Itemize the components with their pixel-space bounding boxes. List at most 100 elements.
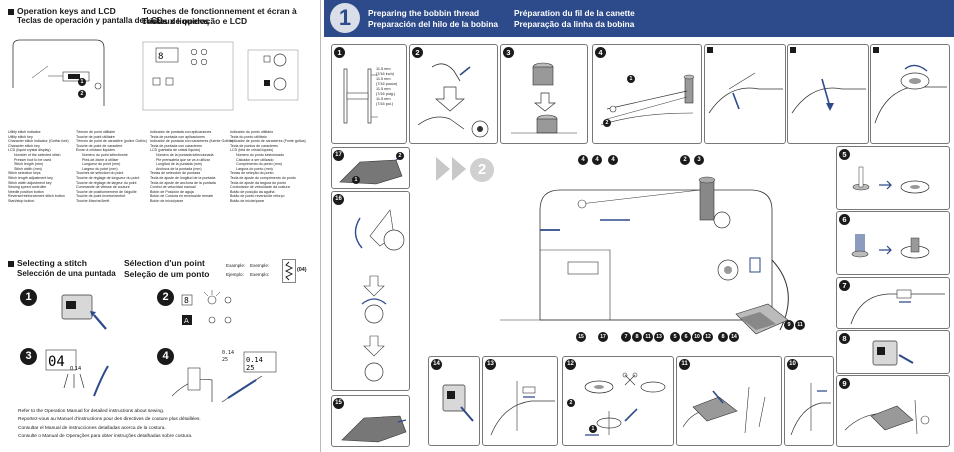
bobbin-step-1: 11.5 mm (7/16 inch) 11.5 mm (7/16 pouce)… — [331, 44, 407, 144]
step-11-box — [676, 356, 782, 446]
svg-text:0.14: 0.14 — [70, 366, 81, 372]
legend-item: Longitud de la puntada (mm) — [156, 162, 202, 167]
header-bar — [324, 0, 954, 37]
svg-text:A: A — [184, 317, 189, 325]
svg-text:0.14: 0.14 — [246, 356, 263, 364]
svg-text:04: 04 — [48, 354, 65, 370]
legend-item: Stitch width (mm) — [14, 166, 42, 171]
bobbin-step-4a — [704, 44, 786, 144]
legend-item: Indicador de puntada con caracteres (fue… — [150, 139, 234, 144]
badge-14: 14 — [431, 359, 442, 370]
legend-item: Controlador de velocidade da costura — [230, 185, 290, 190]
legend-item: Stitch selection keys — [8, 171, 41, 176]
footer-en: Refer to the Operation Manual for detail… — [18, 409, 165, 414]
legend-item: Touche de réglage de largeur du point — [76, 180, 137, 185]
legend-item: Témoin de point utilitaire — [76, 130, 116, 134]
legend-item: Character stitch indicator (Gothic font) — [8, 139, 69, 144]
legend-item: Tecla de puntada con aplicaciones — [150, 134, 205, 139]
callout-2-b17: 2 — [396, 152, 404, 160]
bobbin-dim-mm-3: 11.5 mm — [376, 87, 391, 91]
callout-8b: 8 — [718, 332, 728, 342]
badge-11: 11 — [679, 359, 690, 370]
legend-item: Pie prensatela que se va a utilizar — [156, 157, 210, 162]
legend-item: Tecla de puntada con caracteres — [150, 143, 202, 148]
bobbin-step-4a-illustration — [708, 72, 783, 114]
legend-item: Tecla de pontos de caracteres — [230, 143, 278, 148]
badge-9: 9 — [839, 378, 850, 389]
bobbin-dim-inch: (7/16 inch) — [376, 72, 394, 76]
callout-1-b4: 1 — [627, 75, 635, 83]
bobbin-dim-pouce: (7/16 pouce) — [376, 82, 398, 86]
example-label-en: Example: — [226, 263, 246, 268]
badge-16: 16 — [333, 194, 344, 205]
legend-item: LCD (tela de cristal líquido) — [230, 148, 274, 153]
callout-2-top: 2 — [680, 155, 690, 165]
lcd-small-1: 0.14 — [222, 350, 235, 356]
legend-item: Start/stop button — [8, 198, 35, 203]
callout-15: 15 — [576, 332, 586, 342]
legend-item: Número do ponto selecionado — [236, 152, 284, 157]
step-10-box — [784, 356, 834, 446]
bobbin-dim-pulg: (7/16 pulg.) — [376, 92, 396, 96]
legend-item: Tecla do ponto utilitário — [230, 134, 267, 139]
lcd-digits: 04 — [48, 352, 49, 353]
callout-2-b12: 2 — [567, 399, 575, 407]
legend-item: Character stitch key — [8, 143, 40, 148]
legend-item: Teclas de seleção do ponto — [230, 171, 274, 176]
header-title-en: Preparing the bobbin thread — [368, 8, 480, 18]
legend-item: Longueur du point (mm) — [82, 162, 121, 167]
machine-front-illustration: 8 — [12, 39, 299, 111]
step-7-illustration — [850, 289, 945, 325]
svg-text:25: 25 — [246, 364, 254, 372]
step-9-box — [836, 375, 950, 447]
callout-13: 13 — [654, 332, 664, 342]
selecting-title-es: Selección de una puntada — [17, 269, 116, 278]
callout-1-b12: 1 — [589, 425, 597, 433]
legend-item: Pied-de-biche à utiliser — [82, 157, 119, 162]
legend-item: Commande de vitesse de couture — [76, 185, 130, 190]
legend-item: Sewing speed controller — [8, 185, 47, 190]
substep-b-tag — [790, 47, 796, 53]
selecting-title-en: Selecting a stitch — [8, 258, 87, 268]
bobbin-step-3 — [500, 44, 588, 144]
legend-item: Indicador de puntada con aplicaciones — [150, 130, 212, 134]
zigzag-stitch-icon — [282, 259, 296, 283]
bullet-square — [8, 260, 14, 267]
step-9-illustration — [844, 399, 930, 435]
legend-item: Indicador do ponto utilitário — [230, 130, 274, 134]
select-step-1 — [14, 283, 149, 338]
legend-item: Botón de Costura en reversa/de remate — [150, 194, 214, 199]
step-badge-4: 4 — [157, 348, 174, 365]
footer-pt: Consulte o Manual de Operações para obte… — [18, 433, 193, 439]
badge-2: 2 — [412, 47, 423, 58]
example-code: (04) — [297, 267, 307, 273]
legend-item: Stitch length (mm) — [14, 162, 44, 167]
legend-item: Touche de point utilitaire — [76, 134, 115, 139]
legend-item: Tecla de ajuste de longitud de la puntad… — [150, 175, 216, 180]
step-16-illustration — [354, 209, 405, 382]
step-12-illustration — [584, 372, 666, 436]
callout-1-b17: 1 — [352, 176, 360, 184]
legend-item: Largura do ponto (mm) — [236, 166, 273, 171]
bobbin-dim-mm-2: 11.5 mm — [376, 77, 391, 81]
legend-item: LCD (liquid crystal display) — [8, 148, 51, 153]
legend-item: Utility stitch key — [8, 134, 33, 139]
legend-item: Écran à cristaux liquides — [76, 148, 115, 153]
legend-item: Tecla de ajuste de anchura de la puntada — [150, 180, 216, 185]
footer-es: Consultar el Manual de instrucciones det… — [18, 425, 166, 431]
operation-title-pt: Teclas de operação e LCD — [142, 16, 248, 26]
legend-item: Botão de posição da agulha — [230, 189, 275, 194]
callout-11b: 11 — [795, 320, 805, 330]
step-badge-1: 1 — [20, 289, 37, 306]
callout-12: 12 — [703, 332, 713, 342]
legend-item: Touche de point de caractère — [76, 143, 123, 148]
step-5-box — [836, 146, 950, 210]
badge-4: 4 — [595, 47, 606, 58]
legend-item: Numéro du point sélectionné — [82, 152, 128, 157]
